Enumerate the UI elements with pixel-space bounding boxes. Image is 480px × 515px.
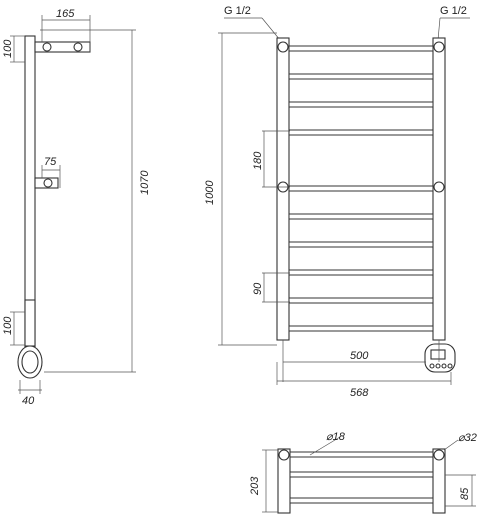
top-left-pipe-end — [278, 449, 290, 461]
dim-bottom-height: 100 — [2, 316, 14, 335]
dim-overall-width: 568 — [350, 387, 369, 399]
dim-pitch-upper: 180 — [252, 151, 264, 170]
rail-bar — [288, 241, 434, 248]
side-view: 165 100 75 1070 100 40 — [2, 8, 151, 407]
top-bar — [289, 451, 434, 458]
dim-top-width: 165 — [56, 8, 75, 20]
rail-bar — [288, 297, 434, 304]
top-view: ⌀18 ⌀32 203 85 — [249, 431, 477, 514]
rail-bar — [288, 213, 434, 220]
fitting-top-left — [277, 41, 289, 53]
rail-bar — [288, 101, 434, 108]
dim-offset: 85 — [459, 487, 471, 500]
top-right-pipe-end — [433, 449, 445, 461]
front-bars — [288, 45, 434, 332]
dim-post-diameter: ⌀32 — [458, 432, 477, 444]
thermostat-button — [441, 363, 447, 369]
thread-label-right: G 1/2 — [440, 5, 467, 17]
dim-top-height: 100 — [2, 39, 14, 58]
fitting-top-right — [433, 41, 445, 53]
bracket-bolt — [73, 42, 83, 52]
side-tube-bottom-segment — [24, 299, 36, 347]
rail-bar — [288, 129, 434, 136]
rail-bar — [288, 45, 434, 52]
top-left-post — [277, 448, 291, 514]
dim-bar-diameter: ⌀18 — [326, 431, 346, 443]
front-view: G 1/2 G 1/2 1000 180 — [204, 5, 470, 399]
top-bar — [289, 471, 434, 478]
dim-depth: 203 — [249, 476, 261, 496]
rail-bar — [288, 185, 434, 192]
dim-pitch-lower: 90 — [252, 282, 264, 295]
dim-mid-width: 75 — [44, 156, 57, 168]
heater-element-inner — [21, 350, 39, 374]
thermostat-button — [429, 363, 435, 369]
top-bar — [289, 497, 434, 504]
dim-bottom-width: 40 — [22, 395, 35, 407]
bracket-bolt — [42, 42, 52, 52]
thermostat-button — [435, 363, 441, 369]
thermostat-button — [447, 363, 453, 369]
thermostat-display — [430, 349, 446, 360]
dim-center-width: 500 — [350, 350, 369, 362]
rail-bar — [288, 73, 434, 80]
fitting-mid-right — [433, 181, 445, 193]
rail-bar — [288, 325, 434, 332]
top-right-post — [432, 448, 446, 514]
thread-label-left: G 1/2 — [224, 5, 251, 17]
rail-bar — [288, 269, 434, 276]
dim-total-height: 1070 — [139, 170, 151, 195]
dim-front-height: 1000 — [204, 180, 216, 205]
bracket-bolt — [43, 178, 53, 188]
